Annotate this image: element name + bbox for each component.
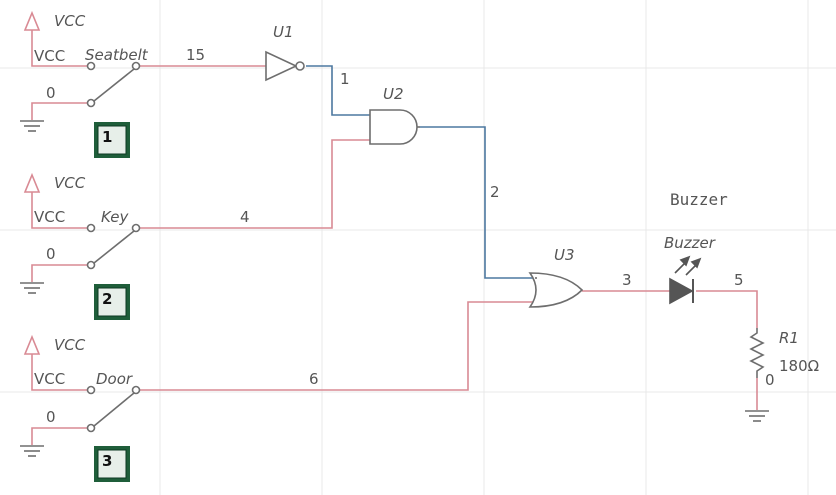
and-gate-u2[interactable]: [369, 109, 420, 145]
wire-net-1[interactable]: [306, 65, 370, 116]
vcc-label-2: VCC: [54, 174, 86, 192]
switch2-name-label: Key: [101, 208, 130, 226]
u2-label: U2: [383, 85, 404, 103]
ground-symbol-2: [20, 282, 44, 294]
wire-net-4[interactable]: [139, 139, 370, 229]
net-label-2: 2: [490, 183, 500, 201]
ground-symbol-r1: [745, 410, 769, 422]
net-label-1: 1: [340, 70, 350, 88]
inverter-u1[interactable]: [265, 50, 305, 82]
wire-vcc2[interactable]: [31, 192, 88, 229]
u3-label: U3: [554, 246, 575, 264]
key-button-1[interactable]: 1: [94, 122, 130, 158]
switch3-vcc-label: VCC: [34, 370, 65, 388]
u1-label: U1: [273, 23, 294, 41]
vcc-label-1: VCC: [54, 12, 86, 30]
r1-bottom-net-label: 0: [765, 371, 775, 389]
wire-gnd2[interactable]: [31, 264, 88, 282]
vcc-symbol-3: [23, 334, 41, 355]
wire-gnd1[interactable]: [31, 102, 88, 120]
key-button-1-label: 1: [102, 128, 112, 146]
net-label-4: 4: [240, 208, 250, 226]
switch3-zero-label: 0: [46, 408, 56, 426]
switch3-name-label: Door: [96, 370, 133, 388]
switch2-vcc-label: VCC: [34, 208, 65, 226]
net-label-6: 6: [309, 370, 319, 388]
vcc-symbol-2: [23, 172, 41, 193]
switch2-zero-label: 0: [46, 245, 56, 263]
ground-symbol-1: [20, 120, 44, 132]
wire-net-2[interactable]: [420, 126, 535, 279]
buzzer-title-label: Buzzer: [670, 190, 728, 209]
led-emission-arrows-icon: [674, 255, 702, 276]
switch-door[interactable]: [86, 385, 141, 433]
key-button-3-label: 3: [102, 452, 112, 470]
switch-key[interactable]: [86, 223, 141, 270]
wire-net-5[interactable]: [696, 290, 758, 328]
r1-value-label: 180Ω: [779, 357, 819, 375]
switch1-vcc-label: VCC: [34, 47, 65, 65]
key-button-3[interactable]: 3: [94, 446, 130, 482]
resistor-r1[interactable]: [749, 328, 765, 378]
net-label-15: 15: [186, 46, 205, 64]
or-gate-u3[interactable]: [528, 272, 584, 308]
r1-label: R1: [779, 329, 799, 347]
wire-vcc1[interactable]: [31, 30, 88, 67]
ground-symbol-3: [20, 445, 44, 457]
net-label-3: 3: [622, 271, 632, 289]
switch-seatbelt[interactable]: [86, 61, 141, 108]
key-button-2[interactable]: 2: [94, 284, 130, 320]
buzzer-led-label: Buzzer: [664, 234, 716, 252]
wire-gnd3[interactable]: [31, 427, 88, 445]
vcc-symbol-1: [23, 10, 41, 31]
wire-vcc3[interactable]: [31, 354, 88, 391]
led-buzzer[interactable]: [669, 255, 702, 305]
wire-net-6[interactable]: [139, 301, 535, 391]
switch1-name-label: Seatbelt: [85, 46, 149, 64]
key-button-2-label: 2: [102, 290, 112, 308]
net-label-5: 5: [734, 271, 744, 289]
switch1-zero-label: 0: [46, 84, 56, 102]
vcc-label-3: VCC: [54, 336, 86, 354]
